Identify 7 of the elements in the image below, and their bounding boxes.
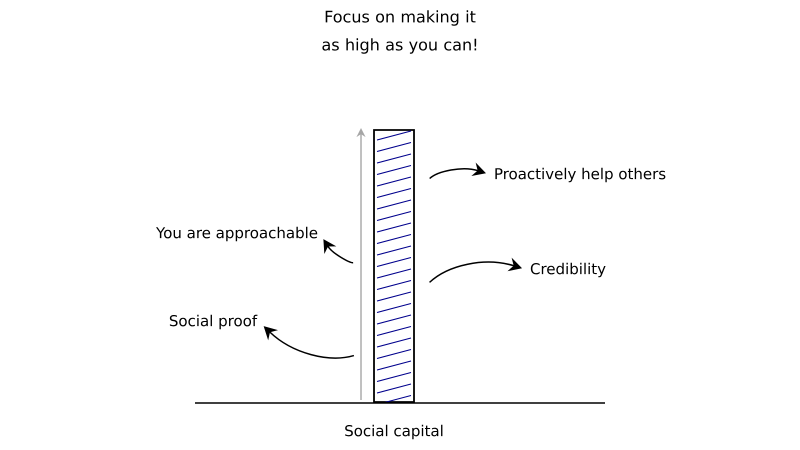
text-label: Proactively help others — [495, 168, 666, 182]
bar — [373, 129, 415, 403]
text-label: Credibility — [530, 262, 606, 278]
bar-label: Social capital — [345, 424, 442, 440]
text-label: You are approachable — [156, 226, 318, 242]
text-label: Social proof — [170, 314, 258, 330]
title: Focus on making it as high as you can! — [322, 10, 476, 54]
